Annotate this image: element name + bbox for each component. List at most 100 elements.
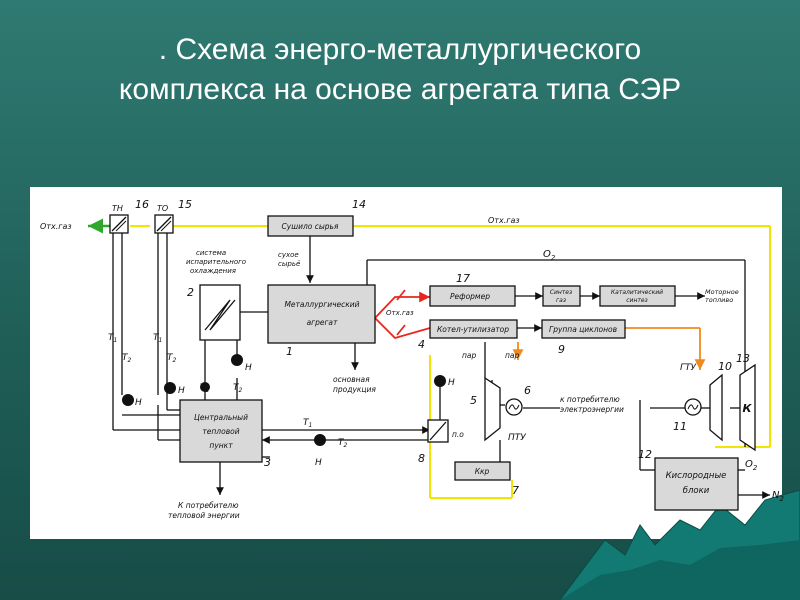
heat-exchanger-8: [427, 419, 449, 443]
cyclone-group-block: [541, 319, 626, 339]
kislorod-label-1: Кислородные: [666, 471, 727, 481]
mountains-shadow: [560, 540, 800, 600]
oxygen-units-block: [654, 457, 739, 511]
cooling-system-block: [199, 284, 241, 341]
catalytic-synthesis-block: [599, 285, 676, 307]
metal-label-1: Металлургический: [284, 300, 359, 309]
motor-fuel-label-1: Моторное: [705, 288, 739, 296]
t1-c: T1: [200, 383, 209, 394]
potreb-tep-1: К потребителю: [178, 501, 239, 510]
pump-5: [314, 434, 326, 446]
to-exchanger: [154, 214, 174, 234]
t1-d: T1: [303, 418, 312, 429]
metal-label-2: агрегат: [307, 318, 338, 327]
num-7: 7: [512, 484, 519, 497]
num-6: 6: [524, 384, 531, 397]
sintez-label-1: Синтез: [550, 289, 572, 296]
slide-title: . Схема энерго-металлургического комплек…: [0, 30, 800, 110]
kat-label-1: Каталитический: [611, 289, 663, 296]
sushilo-block: [267, 215, 354, 237]
compressor: [739, 363, 756, 452]
t2-b: T2: [167, 353, 177, 364]
o2-top: O2: [543, 249, 556, 262]
num-5: 5: [470, 394, 477, 407]
kat-label-2: синтез: [626, 297, 648, 304]
kkr-label: Ккр: [475, 467, 490, 476]
sushilo-label: Сушило сырья: [282, 222, 339, 231]
num-12: 12: [638, 448, 652, 461]
steam-turbine: [484, 376, 501, 442]
suhoe-2: сырьё: [278, 260, 300, 268]
num-15: 15: [178, 198, 192, 211]
sintez-label-2: газ: [556, 297, 566, 304]
flow-labels: T1 T2 T1 T2 T1 T2 T1 T2 Н Н Н Н Н: [108, 333, 455, 468]
steam-label-1: пар: [462, 351, 476, 360]
tn-label: ТН: [112, 204, 123, 213]
h-3: Н: [245, 363, 252, 373]
pump-2: [164, 382, 176, 394]
osn-prod-1: основная: [333, 375, 370, 384]
red-lines: [374, 289, 431, 340]
motor-fuel-label-2: топливо: [705, 296, 733, 304]
num-4: 4: [418, 338, 425, 351]
t1-b: T1: [153, 333, 162, 344]
num-9: 9: [558, 343, 565, 356]
h-5: Н: [448, 378, 455, 388]
pump-4: [200, 382, 210, 392]
pumps: [122, 354, 446, 446]
kotel-label: Котел-утилизатор: [437, 325, 509, 334]
generator-11: [684, 398, 702, 416]
exhaust-gas-left: Отх.газ: [40, 222, 72, 231]
po-label: п.о: [452, 430, 464, 439]
black-lines: [112, 233, 770, 499]
synthesis-gas-block: [542, 285, 581, 307]
pump-1: [122, 394, 134, 406]
pump-6: [434, 375, 446, 387]
gruppa-label: Группа циклонов: [549, 325, 617, 334]
num-13: 13: [736, 352, 750, 365]
to-label: ТО: [157, 204, 168, 213]
n2-label: N2: [772, 490, 784, 503]
sistema-3: охлаждения: [190, 267, 236, 275]
num-11: 11: [673, 420, 687, 433]
num-1: 1: [286, 345, 293, 358]
condenser-block: [454, 461, 511, 481]
boiler-block: [429, 319, 518, 339]
t2-a: T2: [122, 353, 132, 364]
sistema-1: система: [196, 249, 226, 257]
o2-right: O2: [745, 459, 758, 472]
num-8: 8: [418, 452, 425, 465]
num-14: 14: [352, 198, 366, 211]
t2-c: T2: [233, 383, 243, 394]
tn-exchanger: [109, 214, 129, 234]
h-4: Н: [315, 458, 322, 468]
exhaust-gas-mid: Отх.газ: [386, 309, 414, 317]
num-17: 17: [456, 272, 470, 285]
title-line-1: . Схема энерго-металлургического: [158, 33, 642, 66]
orange-lines: [512, 327, 706, 370]
compressor-label: К: [743, 402, 753, 415]
exhaust-gas-right: Отх.газ: [488, 216, 520, 225]
reformer-label: Реформер: [450, 292, 490, 301]
t1-a: T1: [108, 333, 117, 344]
num-16: 16: [135, 198, 149, 211]
sistema-2: испарительного: [186, 258, 246, 266]
centr-label-2: тепловой: [202, 427, 239, 436]
reformer-block: [429, 285, 516, 307]
centr-label-3: пункт: [209, 441, 233, 450]
gtu-label: ГТУ: [680, 363, 697, 373]
num-10: 10: [718, 360, 732, 373]
steam-label-2: пар: [505, 351, 519, 360]
osn-prod-2: продукция: [333, 385, 376, 394]
potreb-el-1: к потребителю: [560, 395, 620, 404]
num-2: 2: [187, 286, 194, 299]
title-line-2: комплекса на основе агрегата типа СЭР: [118, 73, 682, 106]
ptu-label: ПТУ: [508, 433, 526, 443]
pump-3: [231, 354, 243, 366]
h-1: Н: [135, 398, 142, 408]
suhoe-1: сухое: [278, 251, 299, 259]
num-3: 3: [264, 456, 271, 469]
t2-d: T2: [338, 438, 348, 449]
reference-numbers: 1 2 3 4 5 6 7 8 9 10 11 12 13 14 15 16 1…: [135, 198, 750, 497]
